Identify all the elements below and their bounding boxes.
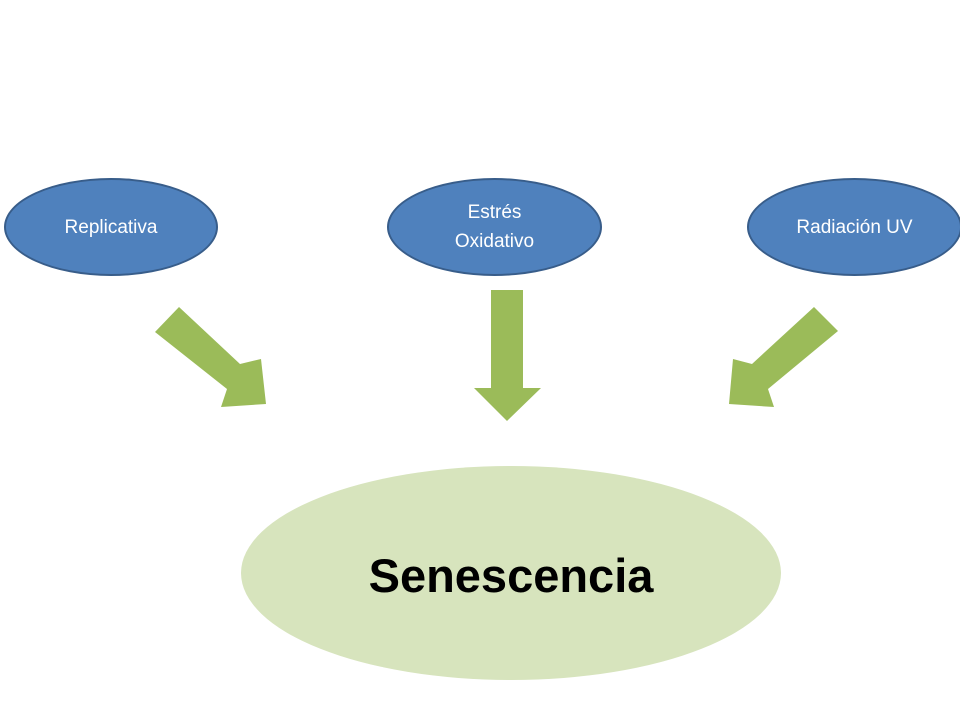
cause-node-replicativa: Replicativa [4,178,218,276]
result-node-senescencia: Senescencia [241,466,781,680]
result-label-senescencia: Senescencia [368,548,654,602]
cause-label-replicativa: Replicativa [64,216,158,238]
arrow-estres-to-senescencia [474,290,541,421]
cause-node-estres-oxidativo: Estrés Oxidativo [387,178,602,276]
arrow-radiacion-to-senescencia [729,307,838,407]
cause-node-radiacion-uv: Radiación UV [747,178,960,276]
arrow-replicativa-to-senescencia [155,307,266,407]
cause-label-radiacion-uv: Radiación UV [796,216,913,238]
cause-label-estres-oxidativo: Estrés Oxidativo [454,202,535,252]
